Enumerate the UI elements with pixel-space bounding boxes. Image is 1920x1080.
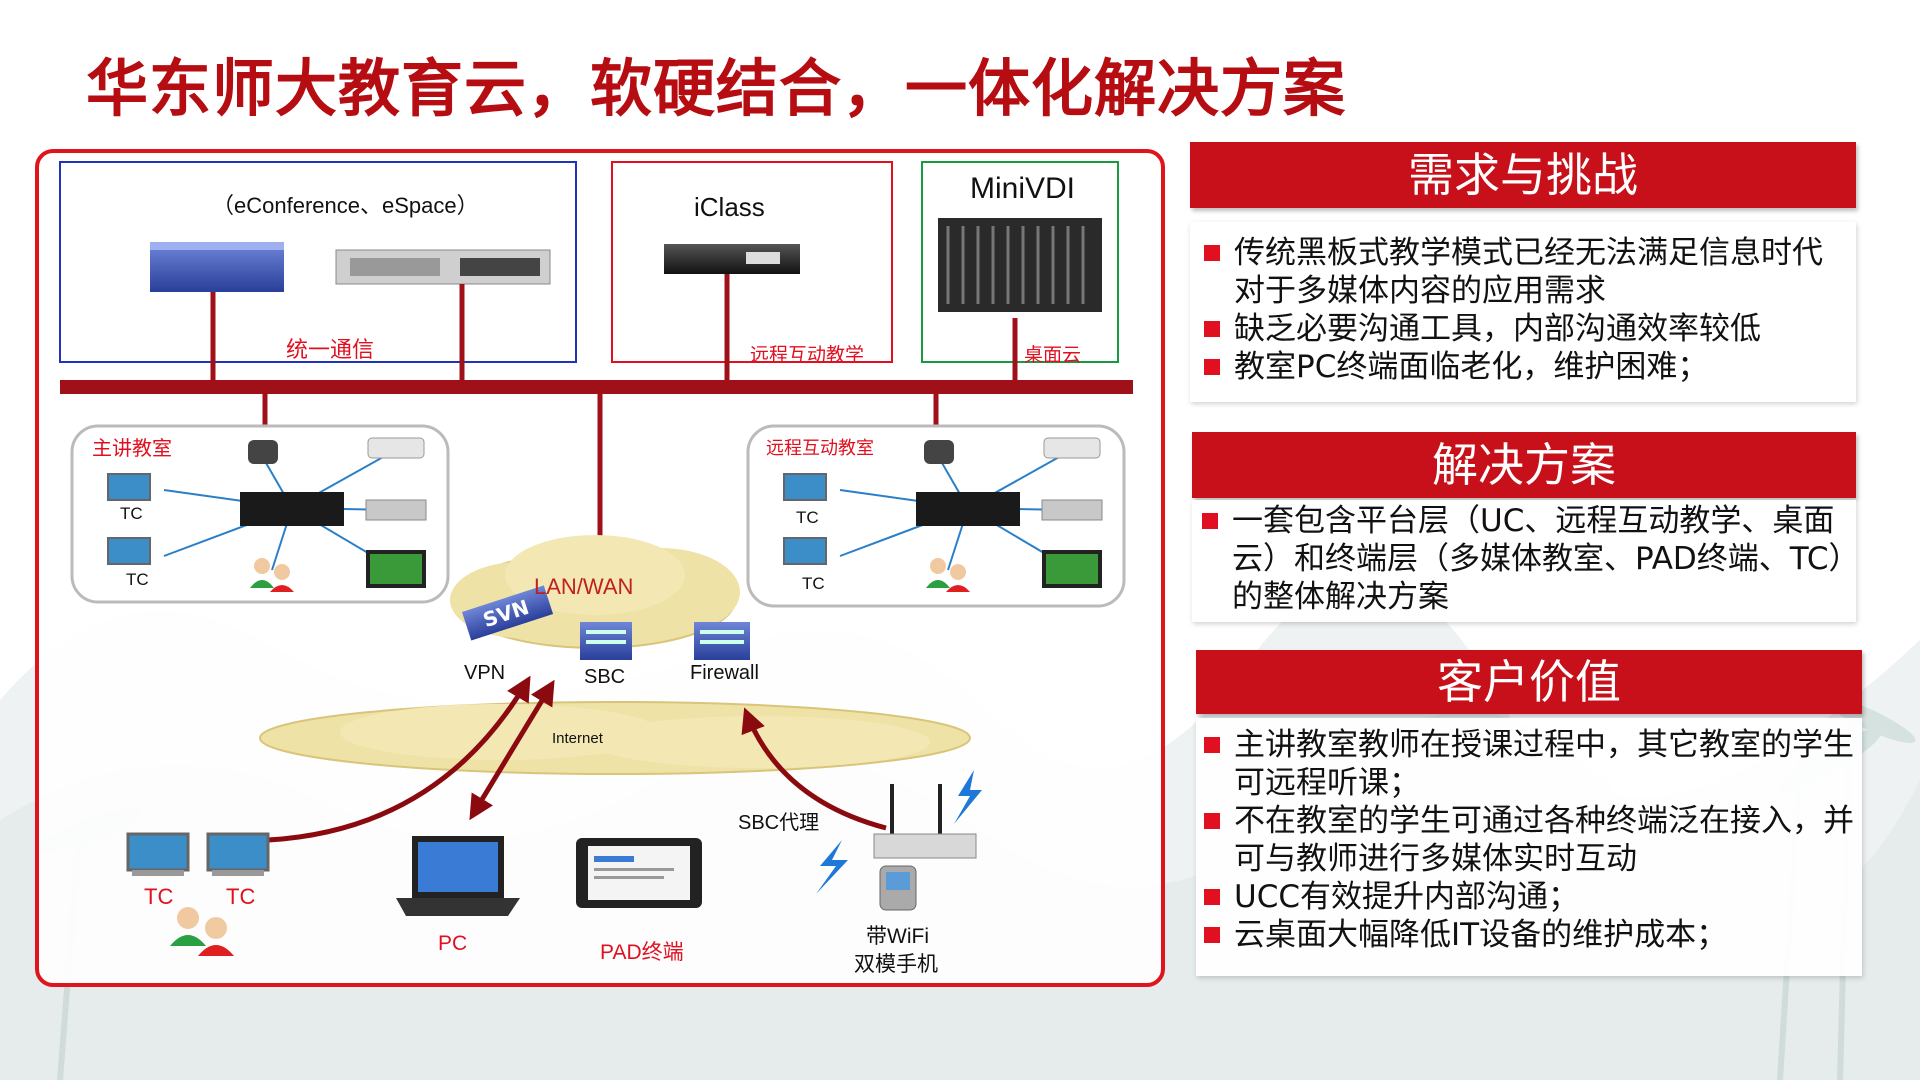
main-classroom-title: 主讲教室 bbox=[92, 438, 172, 460]
value-item: 不在教室的学生可通过各种终端泛在接入，并可与教师进行多媒体实时互动 bbox=[1200, 802, 1858, 878]
minivdi-chassis-icon bbox=[938, 218, 1102, 312]
value-item: UCC有效提升内部沟通； bbox=[1200, 878, 1858, 916]
camera-icon bbox=[248, 440, 278, 464]
projector-icon bbox=[367, 437, 425, 459]
minivdi-box bbox=[921, 161, 1119, 363]
sbc-proxy-label: SBC代理 bbox=[738, 812, 820, 834]
blue-server-icon bbox=[150, 242, 284, 292]
value-item: 主讲教室教师在授课过程中，其它教室的学生可远程听课； bbox=[1200, 726, 1858, 802]
panel-body-challenges: 传统黑板式教学模式已经无法满足信息时代对于多媒体内容的应用需求 缺乏必要沟通工具… bbox=[1190, 222, 1856, 402]
solution-item: 一套包含平台层（UC、远程互动教学、桌面云）和终端层（多媒体教室、PAD终端、T… bbox=[1198, 502, 1850, 616]
tc-terminal-icon-2 bbox=[206, 832, 270, 876]
tc-terminal-icon-1 bbox=[126, 832, 190, 876]
firewall-label: Firewall bbox=[690, 662, 759, 684]
solution-list: 一套包含平台层（UC、远程互动教学、桌面云）和终端层（多媒体教室、PAD终端、T… bbox=[1198, 502, 1850, 616]
sbc-label: SBC bbox=[584, 666, 626, 688]
lan-wan-cloud bbox=[450, 535, 740, 649]
uc-label: 统一通信 bbox=[286, 337, 375, 362]
tc-monitor-icon bbox=[107, 537, 151, 565]
phone-icon bbox=[879, 865, 917, 911]
value-item: 云桌面大幅降低IT设备的维护成本； bbox=[1200, 916, 1858, 954]
firewall-device-icon bbox=[694, 622, 750, 660]
value-list: 主讲教室教师在授课过程中，其它教室的学生可远程听课； 不在教室的学生可通过各种终… bbox=[1200, 726, 1858, 954]
terminal-box-icon bbox=[916, 492, 1020, 526]
lan-wan-label: LAN/WAN bbox=[534, 574, 634, 599]
panel-heading-challenges: 需求与挑战 bbox=[1190, 142, 1856, 208]
terminal-box-icon bbox=[240, 492, 344, 526]
challenge-item: 教室PC终端面临老化，维护困难； bbox=[1200, 348, 1846, 386]
iclass-device-icon bbox=[664, 244, 800, 274]
student-icon bbox=[930, 558, 946, 574]
panel-body-value: 主讲教室教师在授课过程中，其它教室的学生可远程听课； 不在教室的学生可通过各种终… bbox=[1196, 718, 1862, 976]
projector-icon bbox=[1043, 437, 1101, 459]
wifi-signal-icon-2 bbox=[954, 770, 982, 824]
challenges-list: 传统黑板式教学模式已经无法满足信息时代对于多媒体内容的应用需求 缺乏必要沟通工具… bbox=[1200, 234, 1846, 386]
laptop-icon bbox=[396, 836, 520, 916]
document-camera-icon bbox=[365, 499, 427, 521]
network-bus bbox=[60, 380, 1133, 394]
tc-monitor-icon bbox=[107, 473, 151, 501]
wifi-signal-icon-1 bbox=[816, 840, 848, 894]
iclass-title: iClass bbox=[694, 192, 765, 222]
main-classroom-tc2: TC bbox=[126, 570, 149, 589]
vpn-label: VPN bbox=[464, 662, 506, 684]
wifi-router-icon bbox=[873, 784, 977, 859]
minivdi-title: MiniVDI bbox=[970, 172, 1076, 205]
pad-label: PAD终端 bbox=[600, 941, 684, 964]
remote-classroom-title: 远程互动教室 bbox=[766, 438, 874, 458]
main-classroom-tc1: TC bbox=[120, 504, 143, 523]
tc-monitor-icon bbox=[783, 537, 827, 565]
panel-heading-value: 客户价值 bbox=[1196, 650, 1862, 714]
student-icon bbox=[254, 558, 270, 574]
page-title: 华东师大教育云，软硬结合，一体化解决方案 bbox=[86, 52, 1347, 125]
rack-server-icon bbox=[335, 249, 551, 285]
student-icon bbox=[950, 564, 966, 580]
phone-label-line1: 带WiFi bbox=[866, 925, 929, 948]
pad-terminal-icon bbox=[576, 838, 702, 908]
remote-classroom-tc2: TC bbox=[802, 574, 825, 593]
uc-server-box bbox=[59, 161, 577, 363]
remote-classroom-tc1: TC bbox=[796, 508, 819, 527]
student-icon bbox=[274, 564, 290, 580]
endpoint-tc2-label: TC bbox=[226, 884, 256, 909]
internet-label: Internet bbox=[552, 730, 603, 747]
panel-heading-solution: 解决方案 bbox=[1192, 432, 1856, 498]
internet-cloud bbox=[259, 701, 971, 775]
tc-monitor-icon bbox=[783, 473, 827, 501]
camera-icon bbox=[924, 440, 954, 464]
sbc-device-icon bbox=[580, 622, 632, 660]
minivdi-label: 桌面云 bbox=[1024, 345, 1082, 366]
iclass-label: 远程互动教学 bbox=[750, 345, 865, 366]
pc-label: PC bbox=[438, 932, 468, 955]
endpoint-tc1-label: TC bbox=[144, 884, 174, 909]
panel-body-solution: 一套包含平台层（UC、远程互动教学、桌面云）和终端层（多媒体教室、PAD终端、T… bbox=[1192, 500, 1856, 622]
users-icon bbox=[170, 907, 234, 956]
phone-label-line2: 双模手机 bbox=[854, 953, 938, 976]
challenge-item: 缺乏必要沟通工具，内部沟通效率较低 bbox=[1200, 310, 1846, 348]
iclass-box bbox=[611, 161, 893, 363]
uc-caption: （eConference、eSpace） bbox=[212, 193, 479, 218]
challenge-item: 传统黑板式教学模式已经无法满足信息时代对于多媒体内容的应用需求 bbox=[1200, 234, 1846, 310]
document-camera-icon bbox=[1041, 499, 1103, 521]
